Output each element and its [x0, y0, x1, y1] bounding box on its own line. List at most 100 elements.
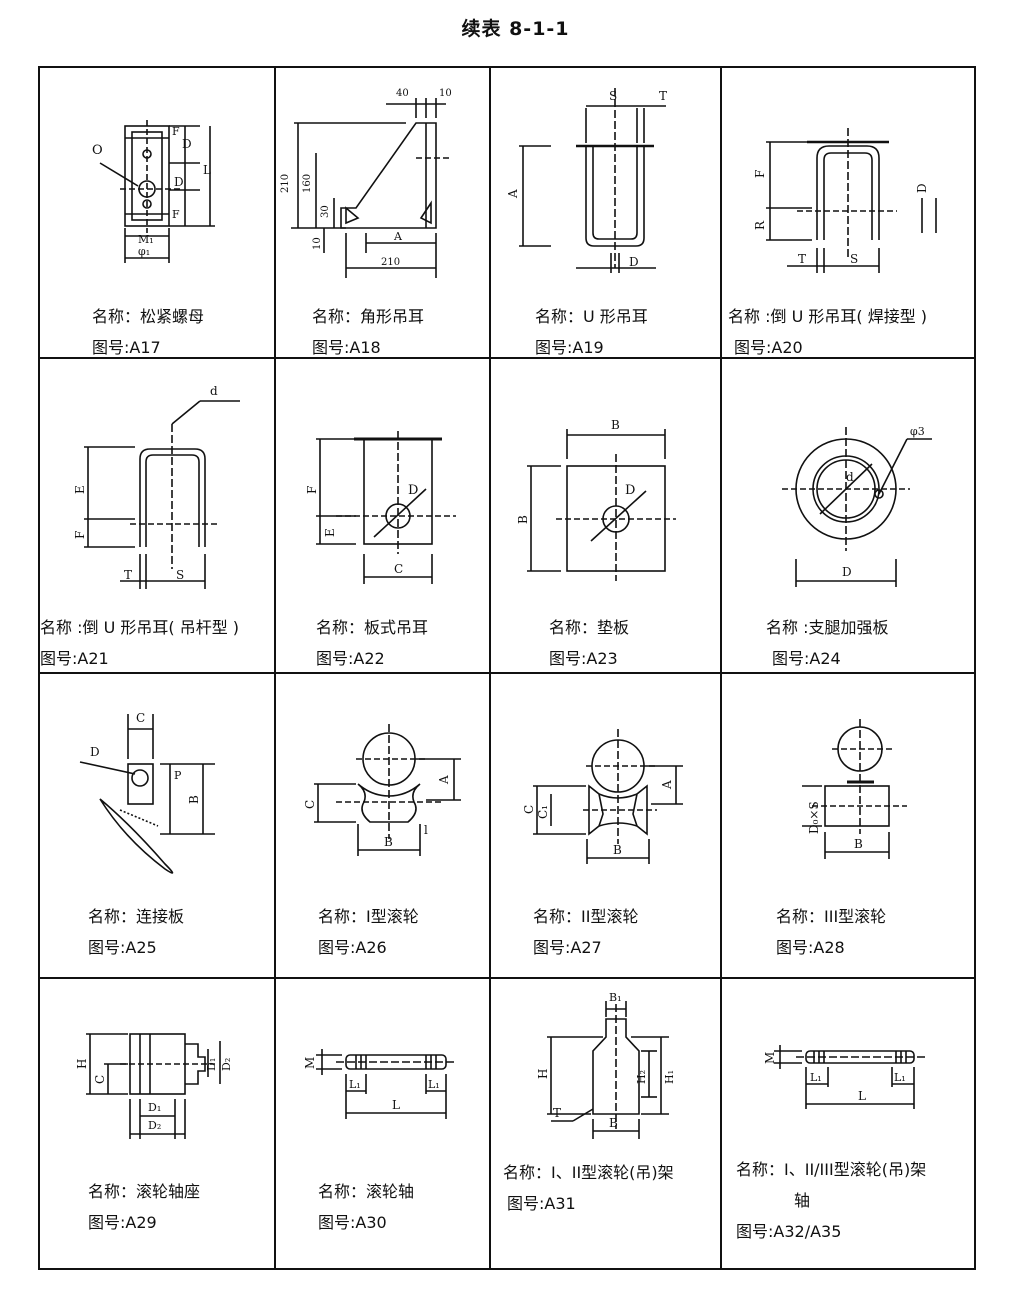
label-t: T: [124, 568, 132, 582]
label-e: E: [73, 485, 87, 494]
label-30: 30: [320, 205, 331, 218]
label-210: 210: [381, 257, 400, 268]
part-name: 名称：III型滚轮: [776, 907, 887, 926]
label-r: R: [753, 220, 767, 230]
label-b: B: [384, 835, 393, 849]
label-d: D: [915, 183, 929, 193]
drawing-pad-plate: B B D: [516, 418, 676, 581]
label-t: T: [659, 89, 667, 103]
label-f: F: [305, 486, 319, 494]
label-b1: B₁: [609, 991, 622, 1004]
part-name: 名称：II型滚轮: [533, 907, 639, 926]
label-10: 10: [439, 88, 452, 99]
part-name: 名称：连接板: [88, 907, 185, 926]
label-h: H: [536, 1069, 550, 1079]
part-name: 名称：I、II型滚轮(吊)架: [503, 1163, 674, 1182]
label-f: F: [172, 125, 180, 138]
row-divider: [38, 357, 976, 359]
part-code: 图号:A18: [312, 338, 381, 357]
label-d1: D₁: [148, 1101, 161, 1114]
label-d: D: [842, 565, 852, 579]
part-code: 图号:A30: [318, 1213, 387, 1232]
cell-a18: 40 10 210 160 30 10 A 210 名称：角形吊耳 图号:A18: [276, 68, 489, 357]
part-code: 图号:A24: [772, 649, 841, 668]
drawing-roller-axle: M L₁ L₁ L: [303, 1049, 456, 1119]
drawing-roller-axle-seat: H C D₁ D₂ D₁ D₂: [75, 1033, 233, 1139]
part-name: 名称 :倒 U 形吊耳( 焊接型 ): [728, 307, 928, 326]
label-h: H: [75, 1059, 89, 1069]
label-p: P: [174, 769, 182, 782]
cell-a24: φ3 d D 名称 :支腿加强板 图号:A24: [722, 359, 974, 672]
part-code: 图号:A23: [549, 649, 618, 668]
bottom-rule: [38, 1268, 976, 1270]
part-name: 名称：角形吊耳: [312, 307, 425, 326]
label-m: M: [763, 1052, 777, 1064]
label-l1: L₁: [428, 1078, 440, 1091]
label-d-small: d: [846, 470, 854, 484]
cell-a26: C A B l 名称：I型滚轮 图号:A26: [276, 674, 489, 977]
label-d: D: [182, 137, 192, 151]
label-e: E: [323, 528, 337, 537]
cell-a23: B B D 名称：垫板 图号:A23: [491, 359, 720, 672]
label-o: O: [92, 143, 103, 158]
label-d: d: [210, 384, 218, 398]
label-s: S: [850, 252, 858, 266]
part-name: 名称：板式吊耳: [316, 618, 429, 637]
label-l: L: [203, 163, 211, 177]
label-c: C: [136, 711, 145, 725]
cell-a32-a35: M L₁ L₁ L 名称：I、II/III型滚轮(吊)架 轴 图号:A32/A3…: [722, 979, 974, 1268]
label-s: S: [609, 89, 617, 103]
label-l: l: [424, 823, 428, 837]
row-divider: [38, 977, 976, 979]
label-f: F: [172, 208, 180, 221]
label-l1: L₁: [349, 1078, 361, 1091]
part-name: 名称 :支腿加强板: [766, 618, 889, 637]
label-160: 160: [302, 174, 313, 193]
label-c: C: [394, 562, 403, 576]
row-divider: [38, 672, 976, 674]
part-name: 名称：松紧螺母: [92, 307, 205, 326]
part-code: 图号:A26: [318, 938, 387, 957]
column-divider: [720, 66, 722, 1270]
part-code: 图号:A29: [88, 1213, 157, 1232]
label-b: B: [609, 1116, 618, 1130]
label-d: D: [408, 483, 418, 498]
drawing-roller-hanger: B₁ H H₂ H₁ T B: [536, 991, 676, 1139]
label-b: B: [854, 837, 863, 851]
column-divider: [274, 66, 276, 1270]
label-l: L: [858, 1089, 866, 1103]
drawing-type-ii-roller: C C₁ A B: [522, 729, 683, 864]
label-d: D: [629, 255, 639, 269]
cell-a29: H C D₁ D₂ D₁ D₂ 名称：滚轮轴座 图号:A29: [40, 979, 274, 1268]
label-h1: H₁: [663, 1070, 676, 1084]
cell-a25: C D P B 名称：连接板 图号:A25: [40, 674, 274, 977]
part-code: 图号:A17: [92, 338, 161, 357]
label-l: L: [392, 1098, 400, 1112]
label-10: 10: [312, 237, 323, 250]
label-f: F: [73, 531, 87, 539]
label-d0xs: D₀×S: [807, 801, 821, 834]
drawing-connecting-plate: C D P B: [79, 711, 215, 874]
part-code: 图号:A20: [734, 338, 803, 357]
label-b: B: [516, 515, 530, 524]
cell-a22: F E D C 名称：板式吊耳 图号:A22: [276, 359, 489, 672]
label-c: C: [522, 805, 536, 814]
part-name-continued: 轴: [794, 1191, 811, 1210]
cell-a20: F R D T S 名称 :倒 U 形吊耳( 焊接型 ) 图号:A20: [722, 68, 974, 357]
label-h2: H₂: [635, 1070, 648, 1084]
part-name: 名称：滚轮轴: [318, 1182, 415, 1201]
label-a: A: [393, 230, 403, 243]
part-name: 名称：垫板: [549, 618, 630, 637]
label-c: C: [303, 800, 317, 809]
label-l1: L₁: [894, 1071, 906, 1084]
table-title: 续表 8-1-1: [461, 18, 570, 40]
cell-a21: d E F T S 名称 :倒 U 形吊耳( 吊杆型 ) 图号:A21: [40, 359, 274, 672]
part-code: 图号:A19: [535, 338, 604, 357]
cell-a27: C C₁ A B 名称：II型滚轮 图号:A27: [491, 674, 720, 977]
label-a: A: [660, 780, 674, 790]
part-code: 图号:A28: [776, 938, 845, 957]
part-code: 图号:A27: [533, 938, 602, 957]
drawing-plate-lug: F E D C: [305, 431, 456, 584]
drawing-type-i-roller: C A B l: [303, 724, 461, 856]
column-divider: [489, 66, 491, 1270]
